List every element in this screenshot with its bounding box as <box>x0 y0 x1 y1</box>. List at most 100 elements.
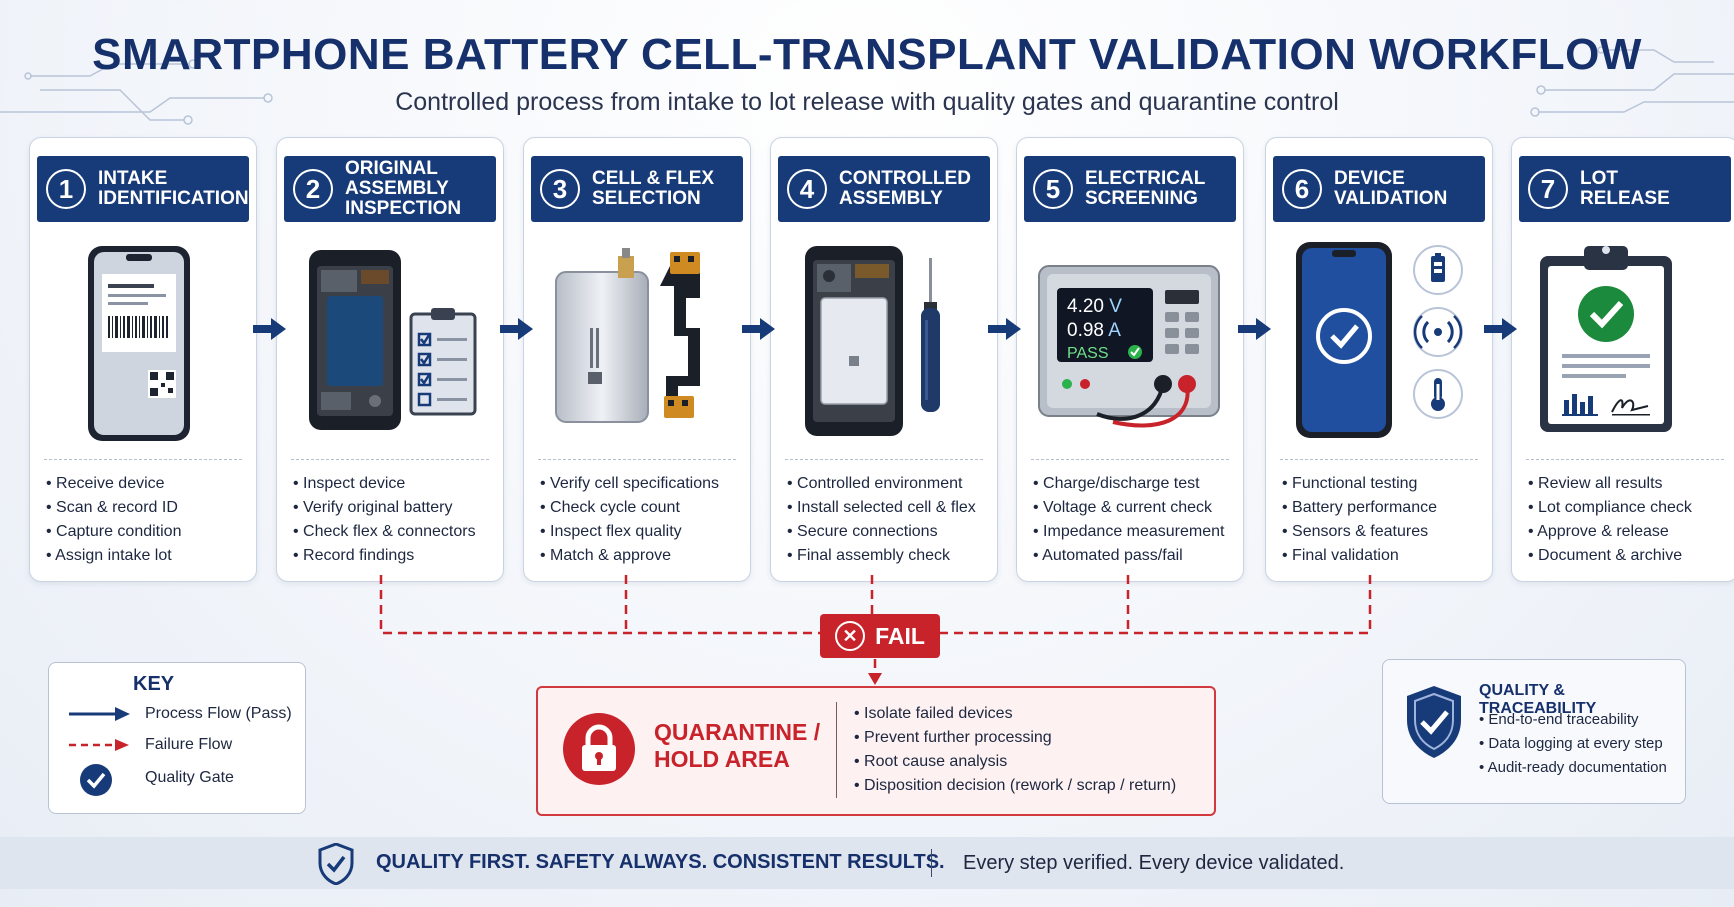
step-title: Lot Release <box>1580 168 1670 209</box>
step-divider <box>1031 459 1229 460</box>
step-list-item: Check cycle count <box>540 496 719 520</box>
step-list-item: Review all results <box>1528 472 1692 496</box>
step-list-item: Charge/discharge test <box>1033 472 1224 496</box>
step-list-item: Capture condition <box>46 520 181 544</box>
step-number-badge: 3 <box>540 169 580 209</box>
step-list-item: Verify original battery <box>293 496 476 520</box>
step-list-item: Final assembly check <box>787 544 976 568</box>
step-list-item: Receive device <box>46 472 181 496</box>
process-flow-arrow-icon <box>69 707 130 721</box>
step-number-badge: 4 <box>787 169 827 209</box>
step-card-7: 7 Lot Release Review all resultsLot comp… <box>1511 137 1734 582</box>
step-list-item: Functional testing <box>1282 472 1437 496</box>
flow-arrow-2 <box>500 318 533 340</box>
step-illustration <box>30 236 256 586</box>
step-header: 4 Controlled Assembly <box>778 156 990 222</box>
quarantine-title: QUARANTINE / HOLD AREA <box>654 719 821 772</box>
step-list-item: Battery performance <box>1282 496 1437 520</box>
power-supply-icon: 4.20 V 0.98 A PASS <box>1038 265 1220 428</box>
step-divider <box>44 459 242 460</box>
svg-text:0.98 A: 0.98 A <box>1067 320 1121 341</box>
meter-status: PASS <box>1067 345 1109 362</box>
step-list-item: Automated pass/fail <box>1033 544 1224 568</box>
step-card-5: 5 Electrical Screening 4.20 V 0.98 A PAS… <box>1016 137 1244 582</box>
step-list-item: Approve & release <box>1528 520 1692 544</box>
step-checklist: Verify cell specificationsCheck cycle co… <box>540 472 719 568</box>
step-list-item: Final validation <box>1282 544 1437 568</box>
step-title: Electrical Screening <box>1085 168 1206 209</box>
legend-panel: KEY Process Flow (Pass) Failure Flow Qua… <box>48 662 306 814</box>
step-divider <box>785 459 983 460</box>
fail-label: FAIL <box>875 622 925 649</box>
step-list-item: Install selected cell & flex <box>787 496 976 520</box>
step-number-badge: 5 <box>1033 169 1073 209</box>
step-number-badge: 2 <box>293 169 333 209</box>
quality-gate-check-icon <box>80 764 112 796</box>
meter-current-unit: A <box>1108 320 1121 341</box>
step-illustration <box>1266 236 1492 586</box>
step-list-item: Verify cell specifications <box>540 472 719 496</box>
quality-list: End-to-end traceability Data logging at … <box>1479 708 1667 780</box>
quality-traceability-panel: QUALITY & TRACEABILITY End-to-end tracea… <box>1382 659 1686 804</box>
step-checklist: Receive deviceScan & record IDCapture co… <box>46 472 181 568</box>
step-header: 5 Electrical Screening <box>1024 156 1236 222</box>
step-illustration <box>1512 236 1734 586</box>
step-list-item: Record findings <box>293 544 476 568</box>
legend-failure-flow: Failure Flow <box>145 736 233 753</box>
step-list-item: Impedance measurement <box>1033 520 1224 544</box>
step-divider <box>1280 459 1478 460</box>
step-title: Device Validation <box>1334 168 1448 209</box>
quarantine-divider <box>836 702 837 798</box>
fail-badge: ✕ FAIL <box>820 614 940 658</box>
legend-quality-gate: Quality Gate <box>145 769 234 786</box>
flow-arrow-4 <box>988 318 1021 340</box>
step-card-1: 1 Intake Identification Receive deviceSc… <box>29 137 257 582</box>
step-checklist: Functional testingBattery performanceSen… <box>1282 472 1437 568</box>
flow-arrow-6 <box>1484 318 1517 340</box>
step-list-item: Secure connections <box>787 520 976 544</box>
flow-arrow-1 <box>253 318 286 340</box>
step-checklist: Charge/discharge testVoltage & current c… <box>1033 472 1224 568</box>
phone-barcode-icon <box>88 246 190 441</box>
step-number-badge: 1 <box>46 169 86 209</box>
quality-item: Audit-ready documentation <box>1479 756 1667 780</box>
footer-tagline: Every step verified. Every device valida… <box>963 852 1345 874</box>
step-illustration <box>771 236 997 586</box>
phone-check-icon <box>1296 242 1463 438</box>
step-illustration: 4.20 V 0.98 A PASS <box>1017 236 1243 586</box>
failure-flow-lines <box>379 575 1372 685</box>
phone-open-checklist-icon <box>309 250 477 430</box>
circuit-decoration-left <box>0 59 273 125</box>
meter-voltage-unit: V <box>1109 296 1122 317</box>
step-header: 2 Original Assembly Inspection <box>284 156 496 222</box>
step-list-item: Scan & record ID <box>46 496 181 520</box>
flow-arrow-5 <box>1238 318 1271 340</box>
step-list-item: Match & approve <box>540 544 719 568</box>
step-checklist: Inspect deviceVerify original batteryChe… <box>293 472 476 568</box>
step-checklist: Review all resultsLot compliance checkAp… <box>1528 472 1692 568</box>
step-illustration <box>524 236 750 586</box>
failure-flow-arrow-icon <box>69 739 129 751</box>
phone-screwdriver-icon <box>805 246 940 436</box>
flow-arrow-3 <box>742 318 775 340</box>
step-divider <box>538 459 736 460</box>
quarantine-panel: QUARANTINE / HOLD AREA Isolate failed de… <box>536 686 1216 816</box>
step-list-item: Check flex & connectors <box>293 520 476 544</box>
step-list-item: Lot compliance check <box>1528 496 1692 520</box>
quarantine-item: Root cause analysis <box>854 750 1176 774</box>
quarantine-list: Isolate failed devices Prevent further p… <box>854 702 1176 798</box>
page-subtitle: Controlled process from intake to lot re… <box>395 88 1339 116</box>
footer-banner: QUALITY FIRST. SAFETY ALWAYS. CONSISTENT… <box>0 837 1734 889</box>
step-list-item: Voltage & current check <box>1033 496 1224 520</box>
step-header: 6 Device Validation <box>1273 156 1485 222</box>
shield-check-icon <box>1407 686 1461 758</box>
quality-item: End-to-end traceability <box>1479 708 1667 732</box>
meter-voltage: 4.20 <box>1067 296 1104 317</box>
step-list-item: Controlled environment <box>787 472 976 496</box>
battery-cell-flex-icon <box>555 248 700 423</box>
step-title: Controlled Assembly <box>839 168 971 209</box>
step-illustration <box>277 236 503 586</box>
step-list-item: Assign intake lot <box>46 544 181 568</box>
step-title: Cell & Flex Selection <box>592 168 715 209</box>
step-title: Original Assembly Inspection <box>345 158 462 219</box>
